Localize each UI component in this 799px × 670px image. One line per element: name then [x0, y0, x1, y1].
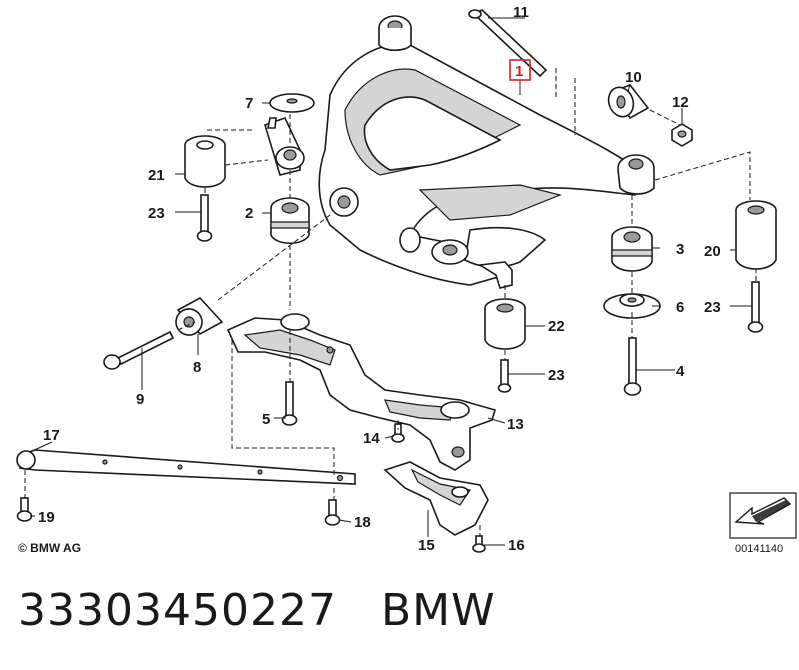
reinforcement-frame [226, 313, 496, 471]
callout-16[interactable]: 16 [508, 537, 525, 554]
copyright-text: © BMW AG [18, 541, 81, 555]
part-caption: 33303450227 BMW [18, 585, 496, 636]
bolt-4 [623, 337, 642, 396]
bolt-5 [281, 381, 298, 426]
rubber-mount-21 [184, 135, 226, 188]
exploded-parts-diagram: 1 11 10 12 7 21 23 2 3 20 6 23 22 23 4 8… [16, 4, 797, 555]
brand-name: BMW [380, 585, 496, 636]
drawing-number: 00141140 [735, 543, 783, 555]
callout-14[interactable]: 14 [363, 430, 380, 447]
callout-7[interactable]: 7 [245, 95, 253, 112]
bushing-8 [175, 296, 224, 336]
callout-5[interactable]: 5 [262, 411, 270, 428]
orientation-arrow-box [729, 492, 797, 539]
leader-lines [29, 17, 752, 546]
callout-17[interactable]: 17 [43, 427, 60, 444]
callout-15[interactable]: 15 [418, 537, 435, 554]
bolt-11 [468, 9, 548, 78]
bolt-19 [16, 497, 33, 522]
assembly-lines [24, 68, 757, 536]
callout-8[interactable]: 8 [193, 359, 201, 376]
rubber-mount-22 [484, 298, 526, 350]
callout-13[interactable]: 13 [507, 416, 524, 433]
rear-axle-carrier [264, 15, 655, 289]
bracket-15 [383, 461, 489, 536]
callout-6[interactable]: 6 [676, 299, 684, 316]
bolt-23-right [747, 281, 764, 333]
callout-19[interactable]: 19 [38, 509, 55, 526]
callout-11[interactable]: 11 [513, 4, 529, 21]
callout-22[interactable]: 22 [548, 318, 565, 335]
bolt-23-centre [497, 359, 512, 393]
bolt-14 [391, 423, 405, 443]
callout-1[interactable]: 1 [515, 63, 523, 80]
nut-12 [671, 123, 693, 147]
callout-12[interactable]: 12 [672, 94, 689, 111]
callout-9[interactable]: 9 [136, 391, 144, 408]
callout-20[interactable]: 20 [704, 243, 721, 260]
bushing-2 [270, 197, 310, 245]
bolt-23-left [196, 194, 213, 242]
tension-strut-17 [16, 449, 356, 485]
callout-23-left[interactable]: 23 [148, 205, 165, 222]
callout-23-right[interactable]: 23 [704, 299, 721, 316]
callout-21[interactable]: 21 [148, 167, 165, 184]
callout-1-highlight-box [509, 59, 531, 81]
part-number: 33303450227 [18, 585, 337, 636]
bolt-18 [324, 499, 341, 526]
callout-23-centre[interactable]: 23 [548, 367, 565, 384]
bushing-3 [611, 226, 653, 272]
washer-7 [269, 93, 315, 113]
callout-labels: 1 11 10 12 7 21 23 2 3 20 6 23 22 23 4 8… [38, 4, 721, 554]
callout-4[interactable]: 4 [676, 363, 685, 380]
callout-10[interactable]: 10 [625, 69, 642, 86]
bolt-16 [472, 535, 486, 553]
callout-3[interactable]: 3 [676, 241, 684, 258]
bushing-10 [607, 84, 650, 120]
rubber-mount-20 [735, 200, 777, 270]
bolt-9 [103, 330, 175, 370]
diagram-canvas: 1 11 10 12 7 21 23 2 3 20 6 23 22 23 4 8… [16, 4, 797, 555]
callout-18[interactable]: 18 [354, 514, 371, 531]
callout-2[interactable]: 2 [245, 205, 253, 222]
